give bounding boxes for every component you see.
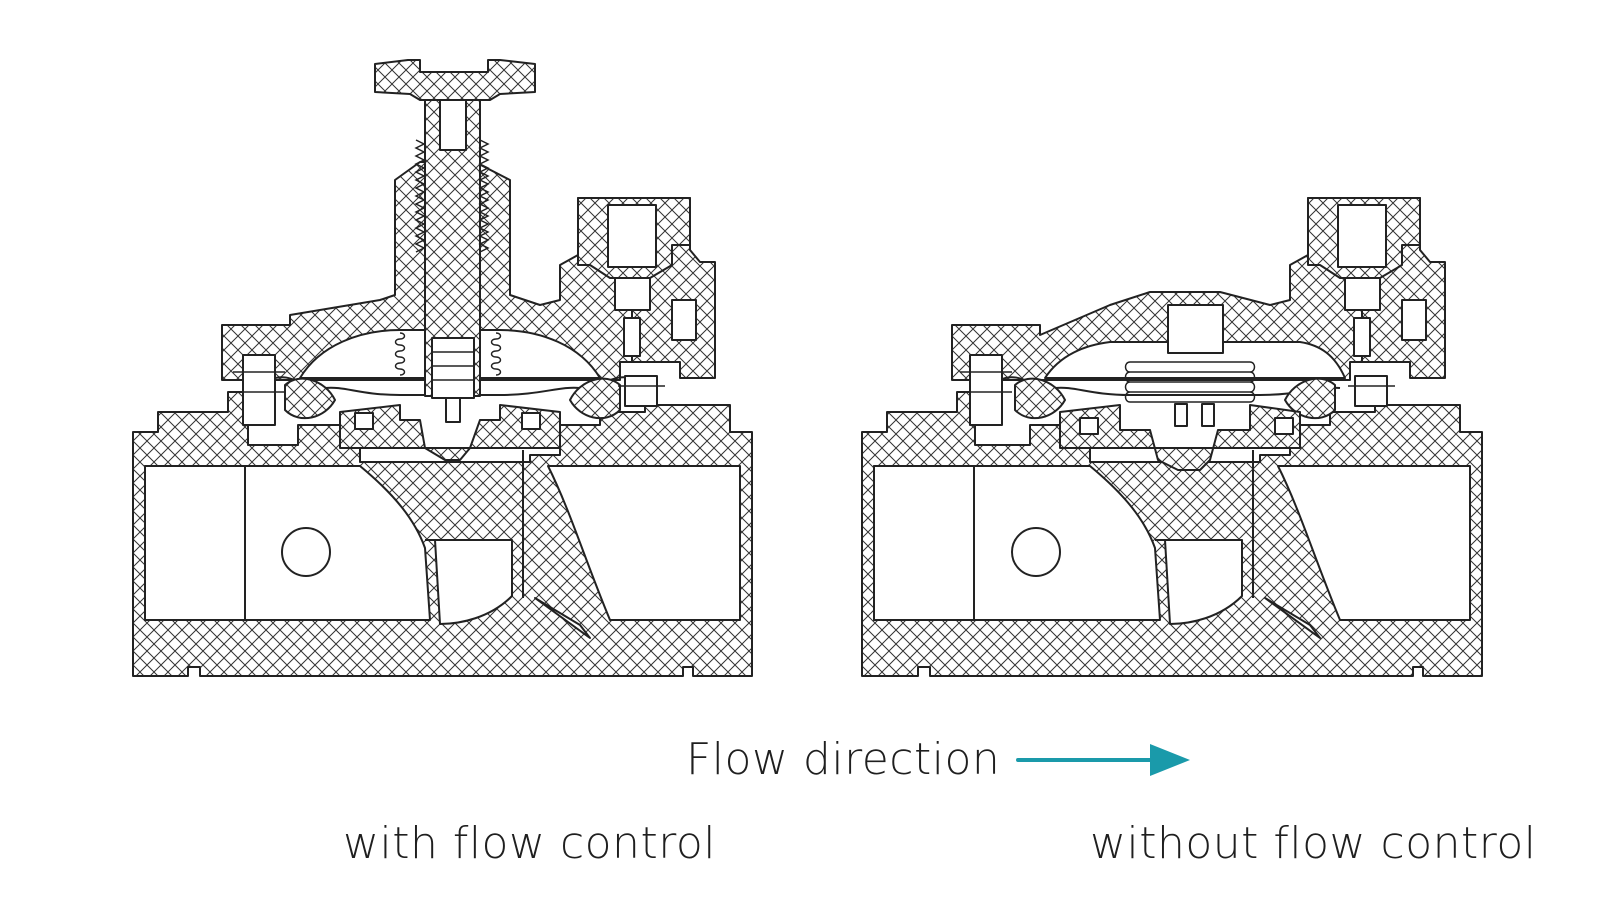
left-pilot-bore: [607, 204, 657, 268]
right-inlet-port: [873, 465, 975, 621]
flow-direction-label: Flow direction: [686, 734, 1001, 785]
arrow-right-icon: [1016, 744, 1190, 776]
valve-with-flow-control: [132, 59, 753, 677]
with-flow-control-caption: with flow control: [343, 818, 716, 869]
right-pilot-bore: [1337, 204, 1387, 268]
valve-without-flow-control: [861, 197, 1483, 677]
right-port-hole: [1011, 527, 1061, 577]
left-port-hole: [281, 527, 331, 577]
left-handwheel: [374, 59, 536, 101]
left-inlet-port: [144, 465, 246, 621]
right-main-spring: [1124, 361, 1256, 403]
without-flow-control-caption: without flow control: [1090, 818, 1537, 869]
